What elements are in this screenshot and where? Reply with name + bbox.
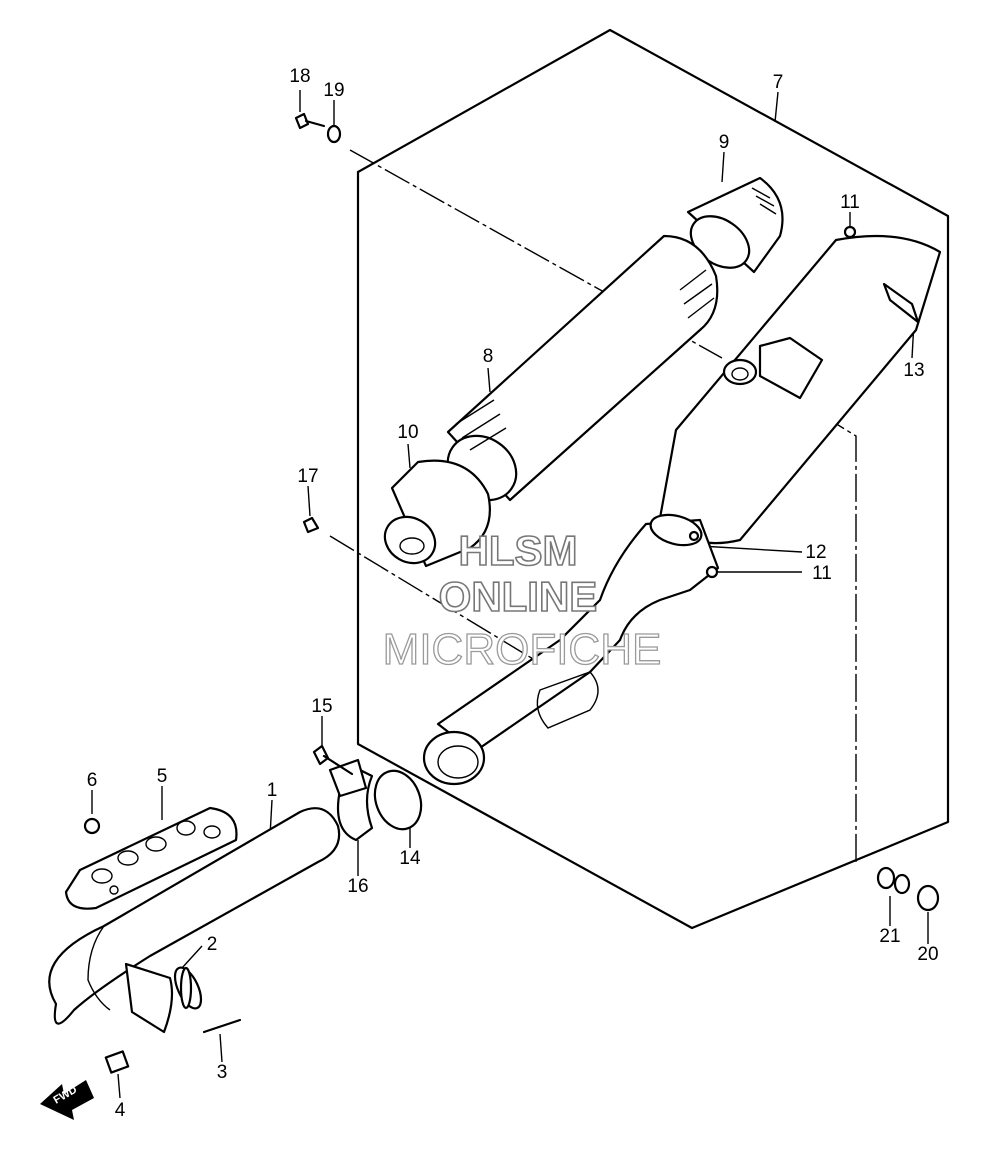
muffler-assembly-box xyxy=(356,28,950,930)
part-number-labels: 7 9 11 8 13 10 17 12 11 18 19 15 6 5 1 1… xyxy=(87,66,939,1121)
label-part-11-top: 11 xyxy=(840,192,860,213)
mount-bolt-washer xyxy=(294,112,342,144)
exhaust-gasket xyxy=(179,966,193,1010)
clamp-bolt xyxy=(312,744,354,776)
guard-nut xyxy=(83,817,101,835)
label-part-13: 13 xyxy=(903,360,924,381)
pipe-heat-guard xyxy=(64,806,238,910)
front-end-cap xyxy=(383,459,491,568)
forward-direction-arrow: FWD xyxy=(40,1080,94,1120)
label-part-15: 15 xyxy=(311,696,332,717)
label-part-11-bottom: 11 xyxy=(812,563,832,584)
watermark: HLSM ONLINE MICROFICHE xyxy=(382,526,662,674)
label-part-7: 7 xyxy=(773,72,784,93)
bolt-17 xyxy=(302,516,320,534)
watermark-line-1: HLSM xyxy=(459,527,578,574)
label-part-2: 2 xyxy=(207,934,218,955)
label-part-9: 9 xyxy=(719,132,730,153)
watermark-line-2: ONLINE xyxy=(439,573,598,620)
label-part-3: 3 xyxy=(217,1062,228,1083)
label-part-21: 21 xyxy=(879,926,900,947)
label-part-8: 8 xyxy=(483,346,494,367)
label-part-19: 19 xyxy=(323,80,344,101)
label-part-18: 18 xyxy=(289,66,310,87)
label-part-12: 12 xyxy=(805,542,826,563)
end-cap-cone xyxy=(686,176,784,274)
label-part-4: 4 xyxy=(115,1100,126,1121)
leader-lines xyxy=(91,90,929,1099)
stud-bolt xyxy=(202,1018,242,1034)
label-part-14: 14 xyxy=(399,848,421,869)
label-part-10: 10 xyxy=(397,422,418,443)
label-part-6: 6 xyxy=(87,770,98,791)
label-part-1: 1 xyxy=(267,780,278,801)
flange-nut xyxy=(104,1050,130,1074)
label-part-17: 17 xyxy=(297,466,318,487)
mount-bolt-washers-rear xyxy=(876,866,940,912)
label-part-16: 16 xyxy=(347,876,368,897)
label-part-20: 20 xyxy=(917,944,938,965)
assembled-muffler xyxy=(422,225,942,786)
joint-gasket-and-clamp xyxy=(328,758,423,842)
label-part-5: 5 xyxy=(157,766,168,787)
watermark-line-3: MICROFICHE xyxy=(383,625,662,674)
